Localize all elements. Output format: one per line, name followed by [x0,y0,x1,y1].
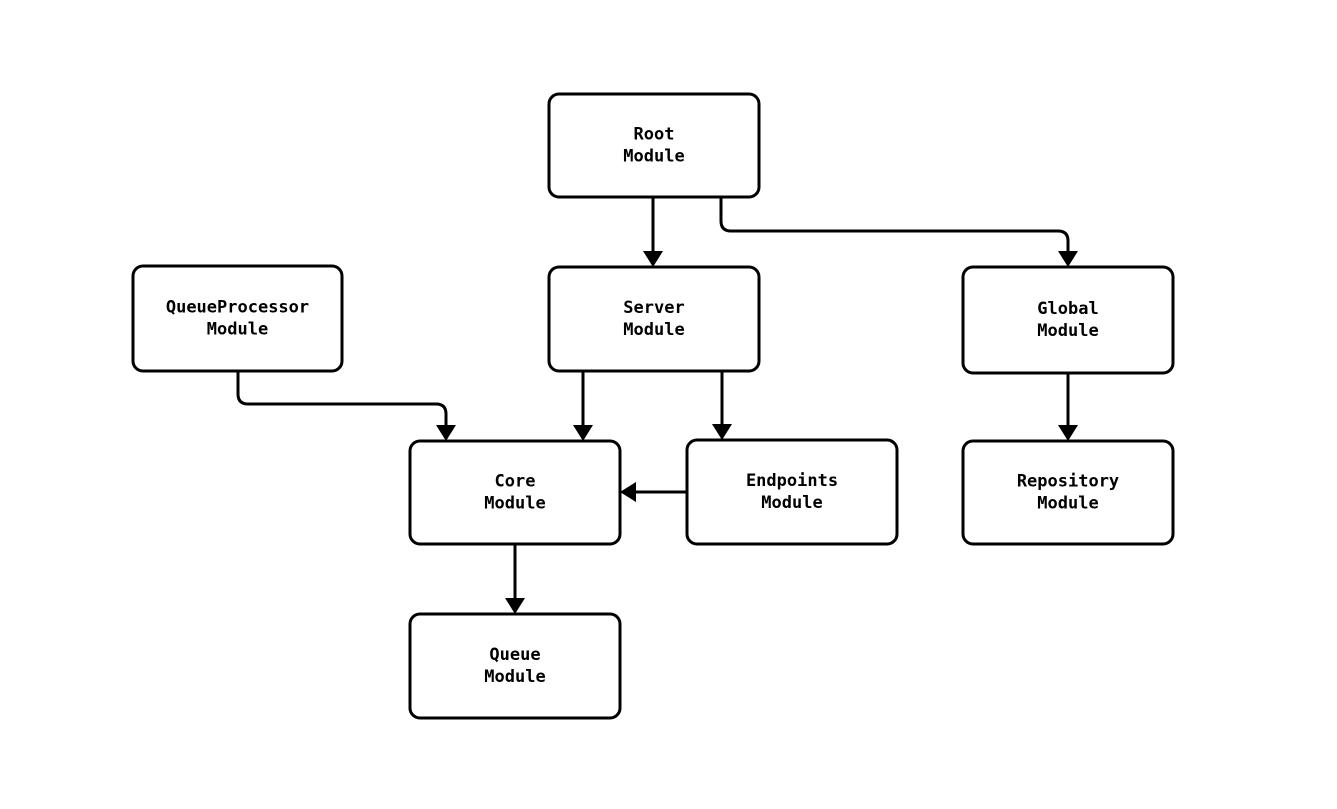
edge-root-to-server [643,197,663,267]
arrowhead-icon [1058,425,1078,441]
edges-layer [236,197,1078,614]
arrowhead-icon [505,598,525,614]
node-label-line2: Module [761,493,822,513]
node-label-line2: Module [1037,321,1098,341]
node-label-line1: Queue [489,645,540,665]
edge-line [719,197,1070,253]
node-box[interactable] [408,612,622,720]
node-label-line1: Server [623,298,684,318]
node-label-line2: Module [484,667,545,687]
node-label-line1: Core [495,472,536,492]
node-box[interactable] [547,92,761,199]
node-label-line1: QueueProcessor [166,298,309,318]
node-box[interactable] [131,264,344,373]
node-label-line1: Endpoints [746,471,838,491]
node-box[interactable] [685,438,899,546]
node-box[interactable] [547,265,761,373]
edge-core-to-queue [505,544,525,614]
node-label-line2: Module [484,494,545,514]
edge-line [236,371,448,427]
edge-queueprocessor-to-core [236,371,456,441]
arrowhead-icon [573,425,593,441]
nodes-layer: RootModuleQueueProcessorModuleServerModu… [131,92,1175,720]
node-label-line1: Global [1037,299,1098,319]
edge-root-to-global [719,197,1078,267]
node-label-line2: Module [207,320,268,340]
edge-endpoints-to-core [620,482,687,502]
node-label-line2: Module [1037,494,1098,514]
node-label-line1: Root [634,125,675,145]
node-label-line2: Module [623,320,684,340]
edge-server-to-core [573,371,593,441]
arrowhead-icon [712,424,732,440]
node-label-line2: Module [623,147,684,167]
node-box[interactable] [961,439,1175,546]
node-label-line1: Repository [1017,472,1119,492]
arrowhead-icon [620,482,636,502]
edge-global-to-repository [1058,373,1078,441]
arrowhead-icon [1058,251,1078,267]
arrowhead-icon [643,251,663,267]
arrowhead-icon [436,425,456,441]
node-box[interactable] [408,439,622,546]
node-box[interactable] [961,265,1175,375]
edge-server-to-endpoints [712,371,732,440]
